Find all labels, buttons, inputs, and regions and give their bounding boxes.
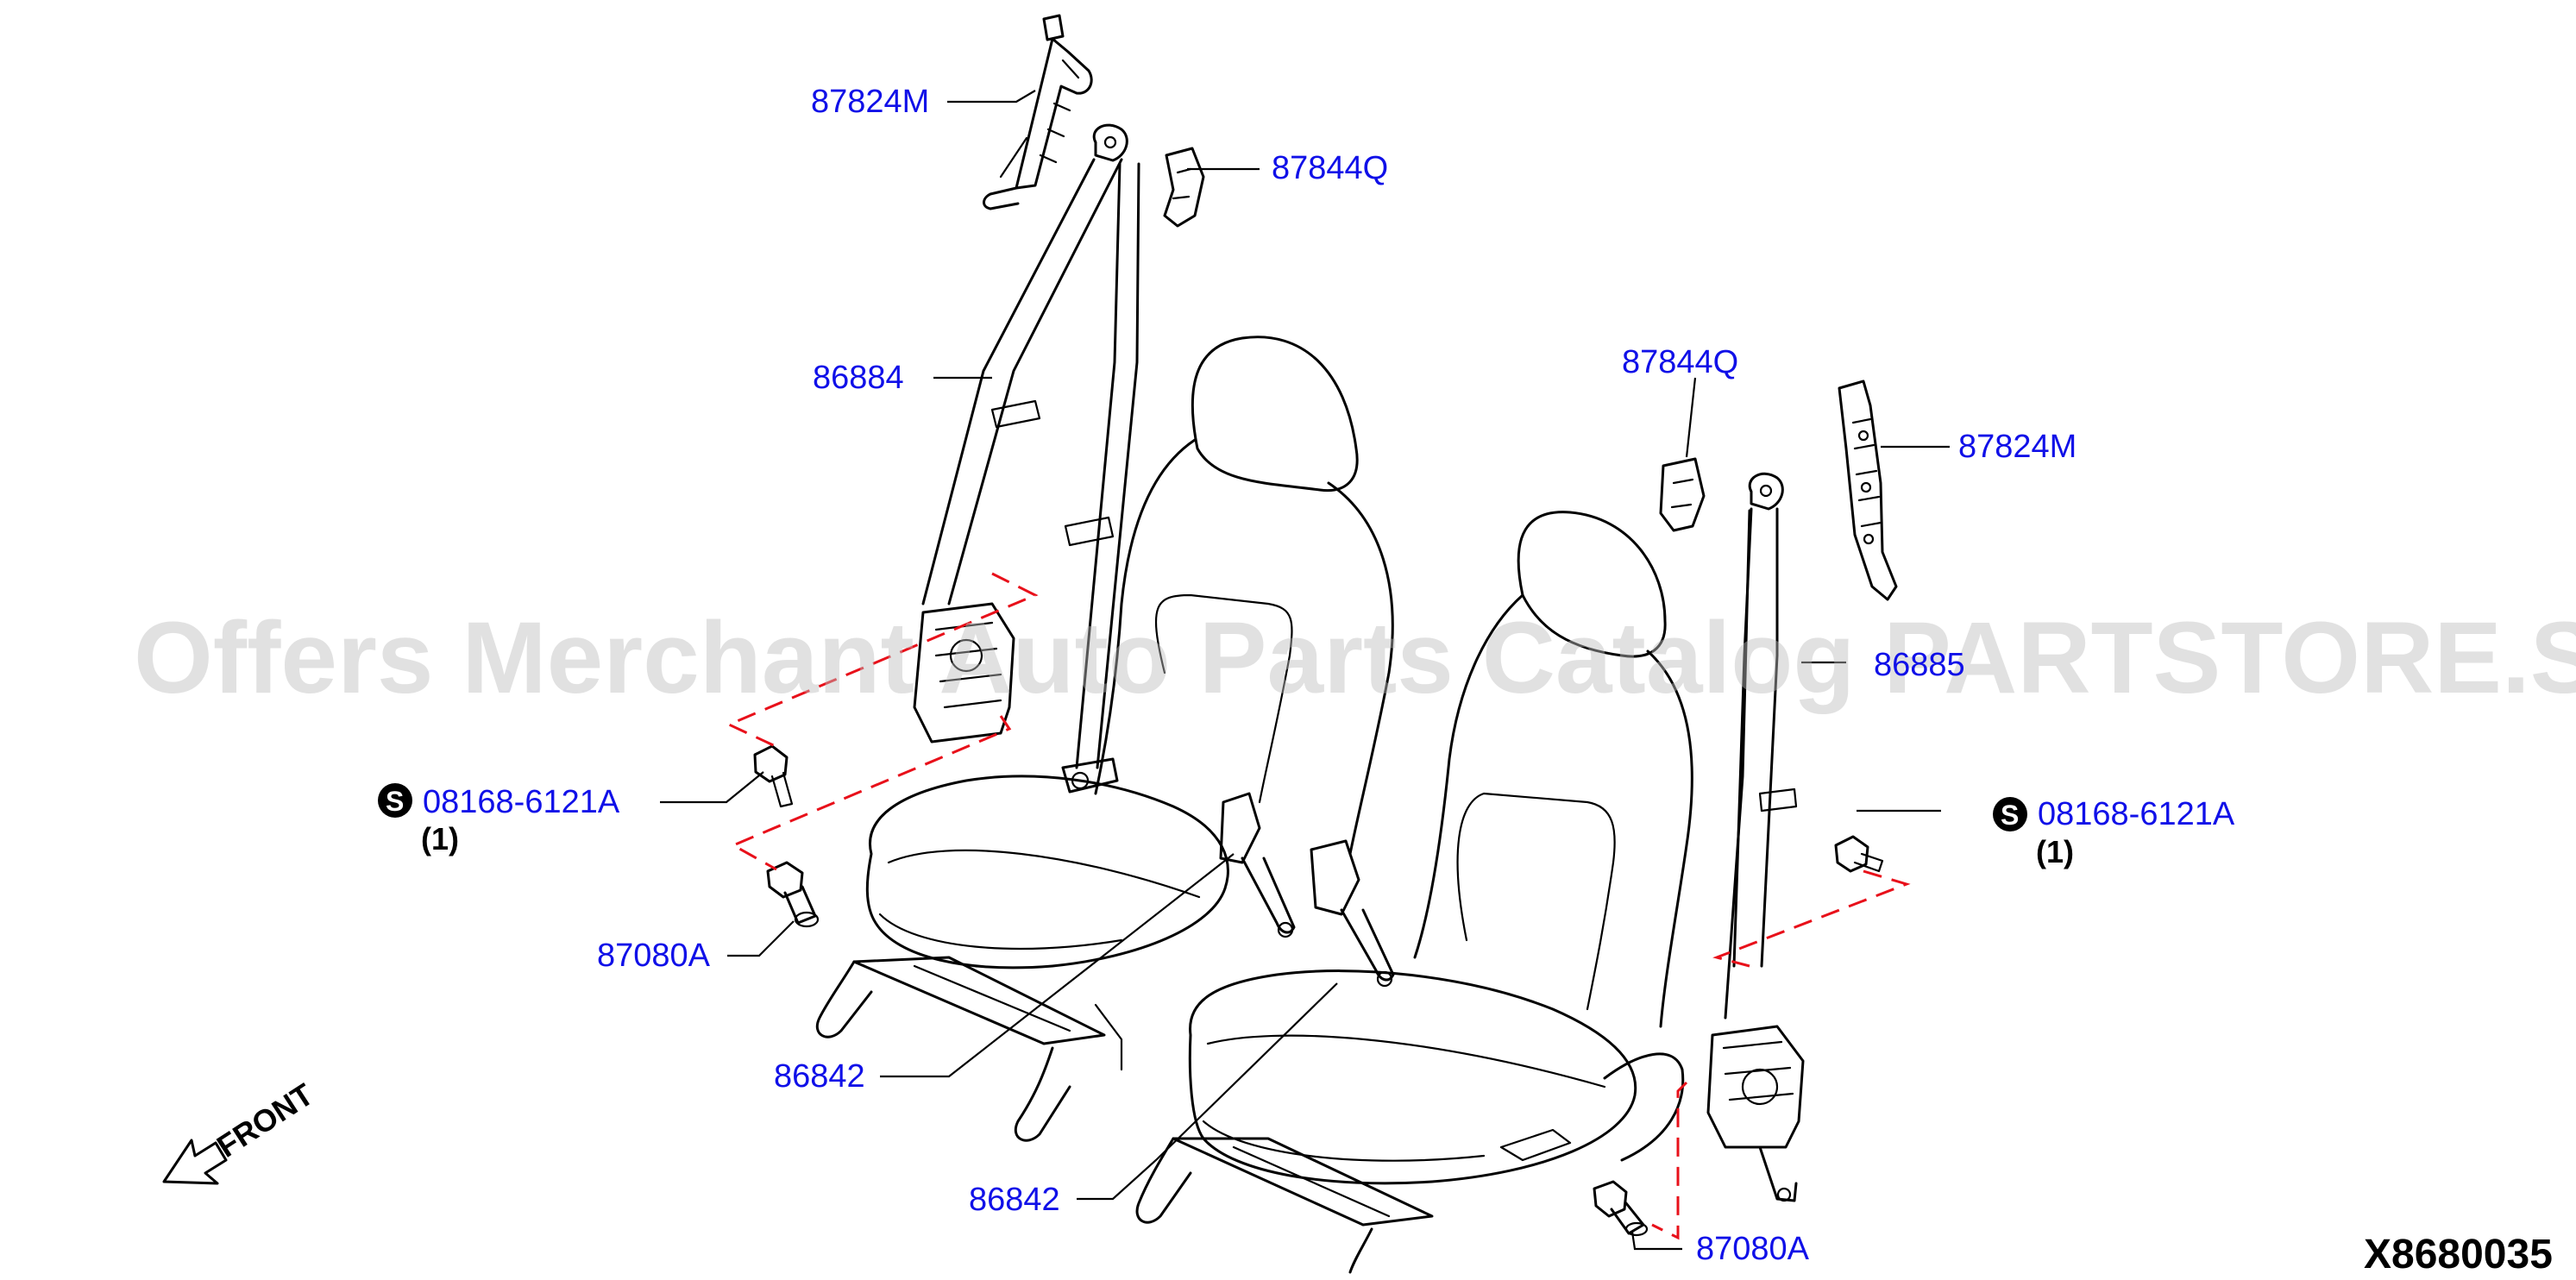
front-direction-indicator: FRONT: [162, 1076, 319, 1185]
bolt-87080A-left: [766, 861, 820, 928]
standard-part-badge-left: S: [378, 783, 412, 818]
bolt-87080A-right: [1593, 1180, 1649, 1237]
callout-87080A-right[interactable]: 87080A: [1696, 1231, 1810, 1267]
quantity-08168-6121A-right: (1): [2036, 834, 2074, 869]
callout-86885[interactable]: 86885: [1874, 647, 1965, 683]
watermark-text: Offers Merchant Auto Parts Catalog PARTS…: [134, 601, 2576, 715]
callout-87844Q-left[interactable]: 87844Q: [1272, 150, 1388, 186]
callout-87080A-left[interactable]: 87080A: [597, 938, 711, 974]
callout-87824M-left[interactable]: 87824M: [811, 84, 929, 120]
trim-cover-87844Q-left: [1163, 147, 1205, 228]
trim-cover-87844Q-right: [1659, 457, 1706, 532]
height-adjuster-87824M-left: [983, 14, 1093, 210]
callout-86842-lower[interactable]: 86842: [969, 1182, 1060, 1218]
standard-part-symbol-right: S: [2001, 800, 2019, 831]
buckle-86842-right: [1310, 839, 1395, 988]
right-seat: [1135, 511, 1693, 1274]
seat-belt-86885: [1706, 472, 1805, 1202]
bolt-08168-6121A-left: [753, 744, 794, 808]
left-seat: [815, 336, 1394, 1142]
callout-08168-6121A-right[interactable]: 08168-6121A: [2038, 796, 2235, 832]
standard-part-symbol-left: S: [386, 786, 404, 817]
diagram-id: X8680035: [2364, 1232, 2553, 1277]
buckle-86842-left: [1219, 792, 1296, 938]
callout-86884[interactable]: 86884: [813, 360, 904, 396]
callout-86842-upper[interactable]: 86842: [774, 1058, 865, 1095]
height-adjuster-87824M-right: [1838, 380, 1898, 601]
front-label: FRONT: [210, 1076, 319, 1164]
callout-87824M-right[interactable]: 87824M: [1958, 429, 2077, 465]
callout-08168-6121A-left[interactable]: 08168-6121A: [423, 784, 620, 820]
standard-part-badge-right: S: [1993, 797, 2027, 831]
front-arrow-icon: [162, 1139, 228, 1185]
callout-87844Q-right[interactable]: 87844Q: [1622, 344, 1738, 380]
quantity-08168-6121A-left: (1): [421, 821, 459, 856]
leader-lines: [660, 90, 1950, 1251]
assembly-dashed-lines: [726, 572, 1911, 1240]
bolt-08168-6121A-right: [1834, 835, 1884, 873]
